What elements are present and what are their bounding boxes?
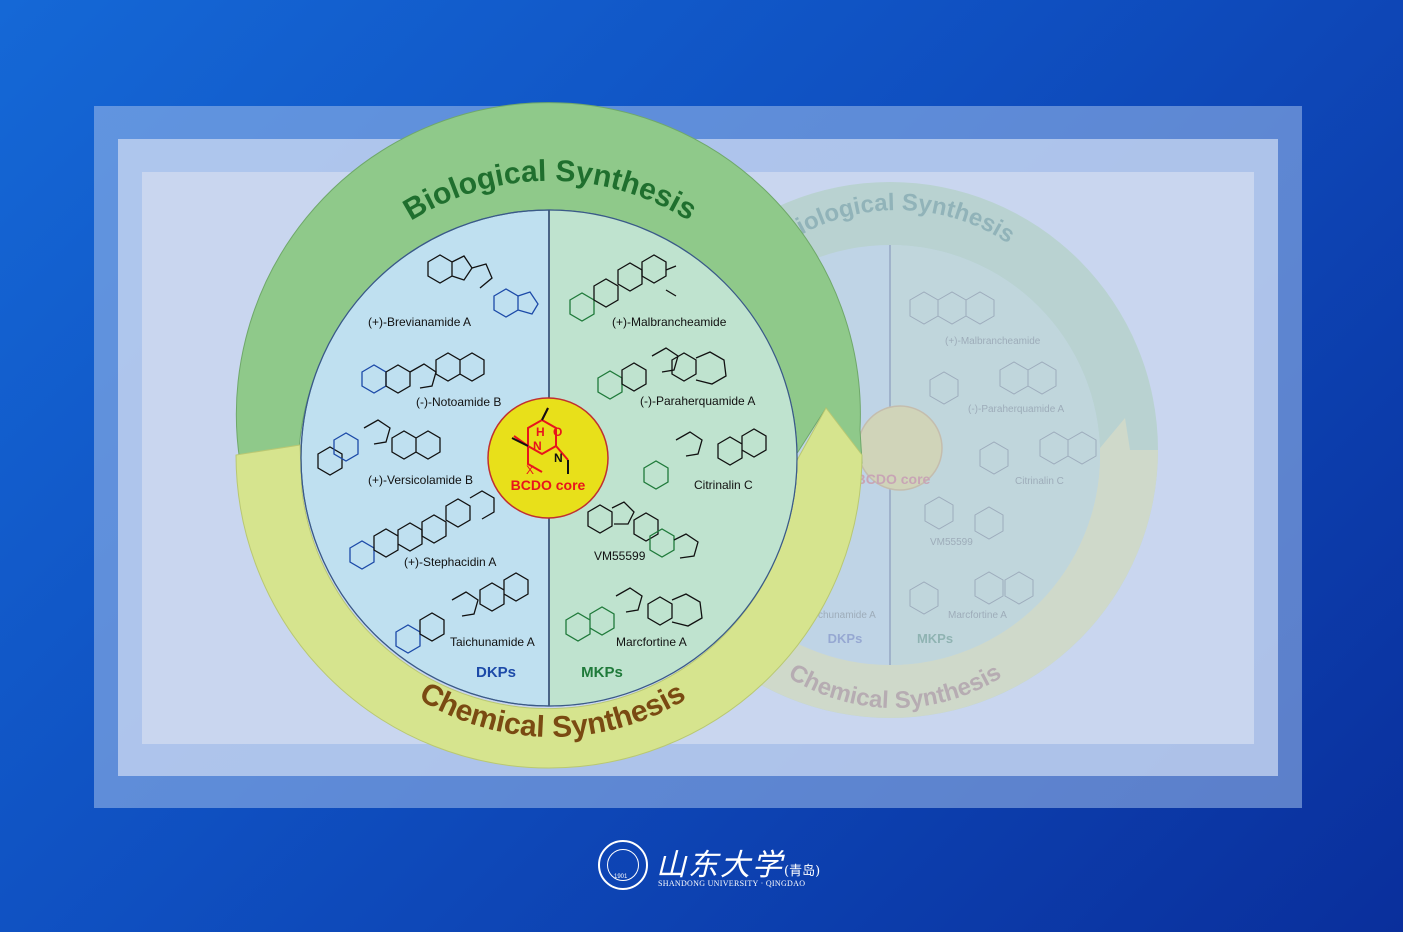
compound-notoamide-b: (-)-Notoamide B — [416, 395, 501, 409]
ghost-compound-4: VM55599 — [930, 537, 973, 548]
compound-marcfortine-a: Marcfortine A — [616, 635, 687, 649]
bcdo-core-label: BCDO core — [511, 477, 586, 493]
university-name-chinese: 山东大学(青岛) — [656, 840, 820, 884]
compound-vm55599: VM55599 — [594, 549, 646, 563]
inner-disc-border — [300, 209, 798, 707]
mkp-panel — [549, 210, 797, 706]
university-name-english: SHANDONG UNIVERSITY · QINGDAO — [658, 879, 806, 888]
compound-versicolamide-b: (+)-Versicolamide B — [368, 473, 473, 487]
bcdo-core-circle — [487, 397, 609, 519]
ghost-chem-ring — [700, 418, 1158, 718]
svg-text:H: H — [536, 425, 545, 439]
svg-text:N: N — [533, 439, 542, 453]
compound-malbrancheamide: (+)-Malbrancheamide — [612, 315, 727, 329]
compound-taichunamide-a: Taichunamide A — [450, 635, 535, 649]
ghost-mkp-label: MKPs — [917, 631, 953, 646]
university-seal-icon: 1901 — [598, 840, 648, 890]
bcdo-core-x: X — [526, 463, 534, 477]
university-campus-cn: (青岛) — [784, 864, 821, 879]
compound-stephacidin-a: (+)-Stephacidin A — [404, 555, 496, 569]
svg-text:N: N — [554, 451, 563, 465]
ghost-dkp-label: DKPs — [828, 631, 863, 646]
svg-text:O: O — [553, 425, 562, 439]
mkp-group-label: MKPs — [581, 664, 623, 681]
university-logo: 1901 山东大学(青岛) SHANDONG UNIVERSITY · QING… — [598, 838, 838, 896]
ghost-core-label: BCDO core — [856, 471, 931, 487]
mkp-structures — [565, 254, 767, 642]
ghost-compound-2: (-)-Paraherquamide A — [968, 404, 1064, 415]
dkp-structures — [317, 254, 539, 654]
compound-paraherquamide-a: (-)-Paraherquamide A — [640, 394, 755, 408]
ghost-compound-5: Marcfortine A — [948, 610, 1007, 621]
compound-brevianamide-a: (+)-Brevianamide A — [368, 315, 471, 329]
dkp-group-label: DKPs — [476, 664, 516, 681]
ghost-compound-6: chunamide A — [818, 610, 876, 621]
chemical-synthesis-ring — [235, 407, 863, 769]
ghost-mkp-half — [890, 245, 1100, 665]
compound-citrinalin-c: Citrinalin C — [694, 478, 753, 492]
bcdo-core-methyls — [511, 407, 569, 474]
university-name-cn-main: 山东大学 — [656, 848, 784, 883]
ghost-structures — [909, 291, 1097, 615]
ghost-compound-3: Citrinalin C — [1015, 476, 1064, 487]
ghost-compound-1: (+)-Malbrancheamide — [945, 336, 1041, 347]
